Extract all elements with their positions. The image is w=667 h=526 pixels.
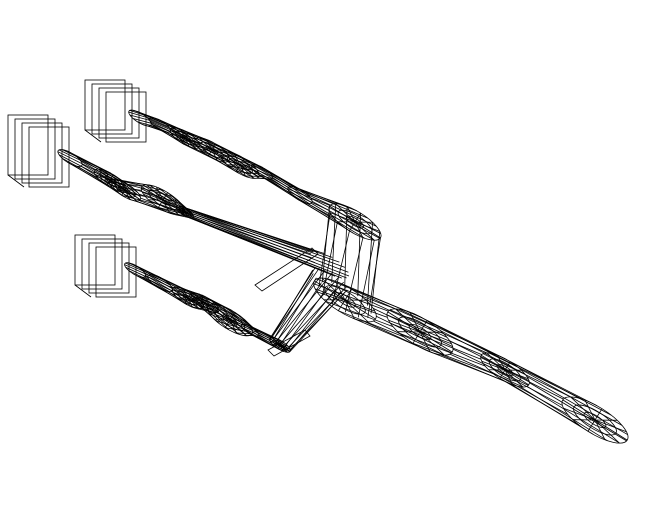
housing-plate [82, 239, 122, 289]
housing-plate [85, 80, 125, 130]
ray [183, 215, 320, 268]
ray [289, 192, 329, 211]
housing-plate [22, 123, 62, 183]
upper-lens-train-rays [195, 138, 259, 178]
housing-plate [75, 235, 115, 285]
middle-to-combiner-rays [176, 206, 349, 278]
housing-plate [106, 92, 146, 142]
upper-lens-train-rays [150, 118, 200, 149]
ray [176, 208, 311, 254]
ray [177, 207, 314, 252]
ray [529, 383, 626, 441]
middle-lens-train-housing [8, 115, 69, 187]
ray [130, 110, 152, 117]
ray [338, 311, 404, 337]
mount-leg [75, 285, 91, 297]
ray [183, 207, 332, 257]
upper-lens-train-rays [129, 110, 171, 132]
ray [319, 213, 330, 287]
housing-plate [8, 115, 48, 175]
ray [187, 217, 328, 273]
housing-plate [89, 243, 129, 293]
ray [180, 213, 315, 263]
ray [527, 376, 628, 434]
housing-plate [15, 119, 55, 179]
ray [178, 210, 312, 257]
lens [324, 197, 386, 247]
housing-plate [92, 84, 132, 134]
lower-to-combiner-rays [270, 268, 347, 352]
ray [274, 270, 325, 338]
ray [500, 378, 579, 425]
upper-lens-train-rays [252, 165, 312, 204]
ray [481, 357, 564, 399]
lens [556, 389, 635, 452]
mount-leg [85, 130, 101, 142]
